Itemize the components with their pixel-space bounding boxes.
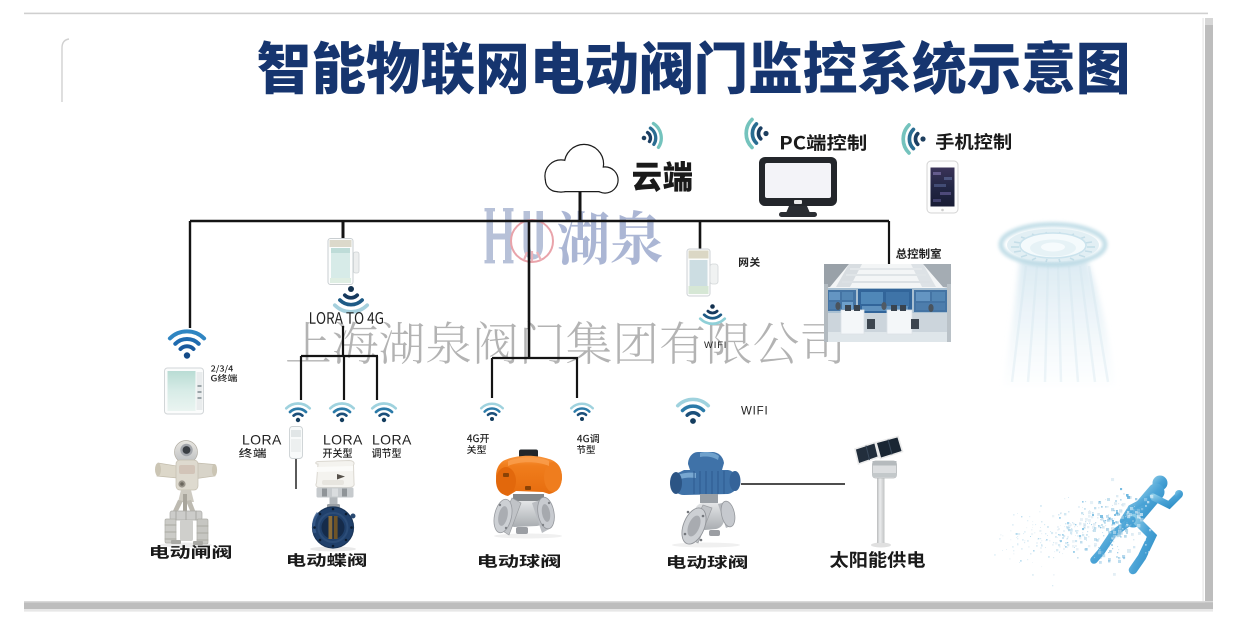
svg-text:LORA: LORA: [323, 432, 363, 448]
svg-text:LORA: LORA: [242, 432, 282, 448]
svg-text:WIFI: WIFI: [741, 406, 768, 418]
svg-text:LORA: LORA: [372, 432, 412, 448]
svg-text:WIFI: WIFI: [704, 340, 727, 351]
